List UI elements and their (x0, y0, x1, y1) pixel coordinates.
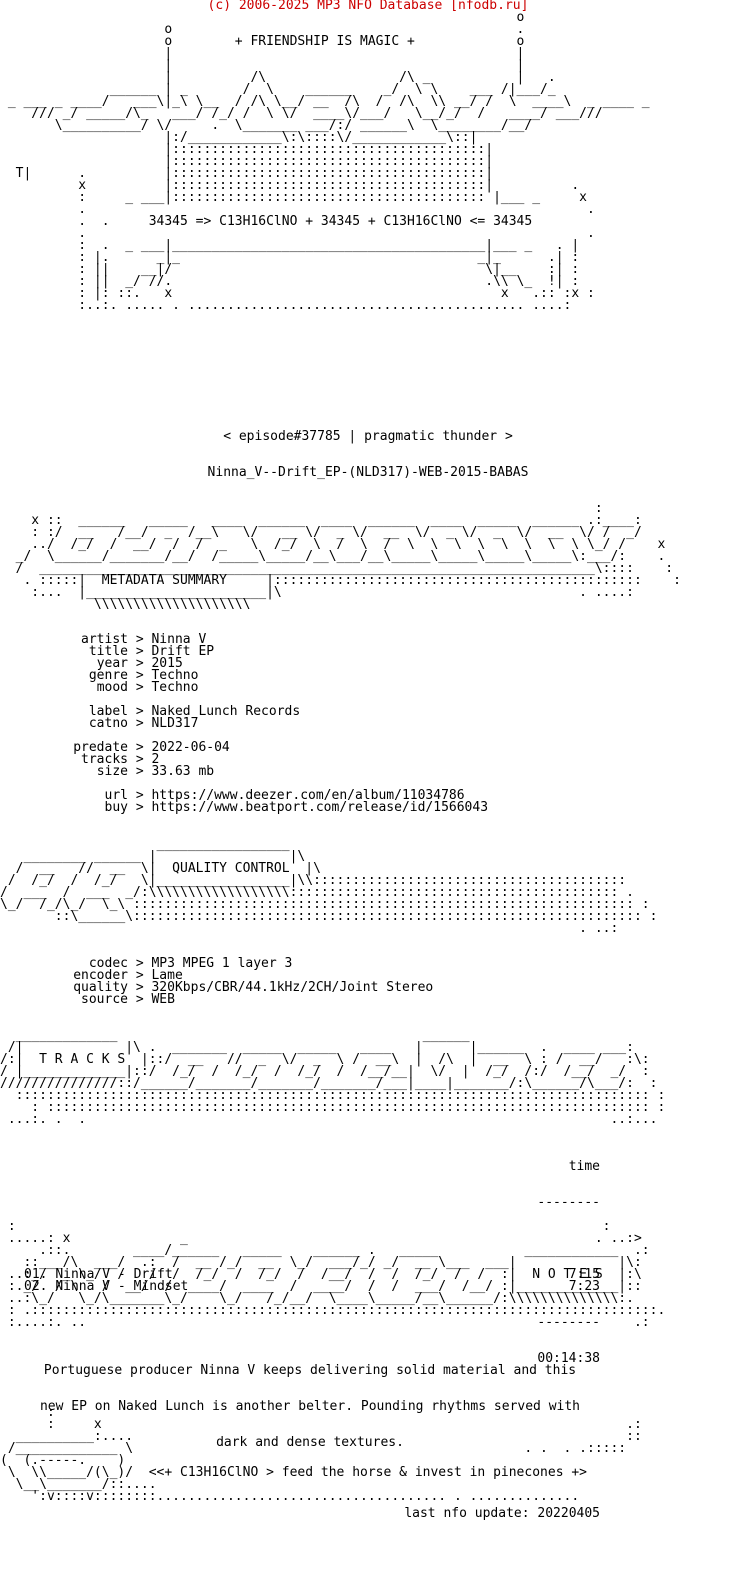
quality-key: quality (73, 980, 128, 995)
metadata-value: Drift EP (151, 644, 215, 659)
quality-value: MP3 MPEG 1 layer 3 (151, 956, 293, 971)
quality-row: source > WEB (0, 992, 736, 1007)
nfodb-banner[interactable]: (c) 2006-2025 MP3 NFO Database [nfodb.ru… (207, 0, 529, 13)
separator: > (128, 956, 152, 971)
metadata-value[interactable]: https://www.deezer.com/en/album/11034786 (151, 788, 465, 803)
metadata-value: 2015 (151, 656, 183, 671)
metadata-row: buy > https://www.beatport.com/release/i… (0, 800, 736, 815)
metadata-key: url (104, 788, 128, 803)
quality-key: encoder (73, 968, 128, 983)
time-header-row: time (0, 1159, 736, 1174)
metadata-row: mood > Techno (0, 680, 736, 695)
quality-row: codec > MP3 MPEG 1 layer 3 (0, 956, 736, 971)
separator: > (128, 644, 152, 659)
episode-line: < episode#37785 | pragmatic thunder > (223, 429, 513, 444)
metadata-section-art: : x :: ______ _____ ____ ______ ____ ___… (15, 501, 681, 612)
total-row: 00:14:38 (0, 1351, 736, 1366)
metadata-row: title > Drift EP (0, 644, 736, 659)
quality-value: WEB (151, 992, 175, 1007)
total-time: 00:14:38 (537, 1351, 600, 1366)
separator: > (128, 752, 152, 767)
separator: > (128, 740, 152, 755)
metadata-value: Techno (151, 668, 199, 683)
track-name: Ninna V - Drift (55, 1267, 173, 1282)
metadata-key: tracks (81, 752, 128, 767)
metadata-key: genre (88, 668, 128, 683)
release-name: Ninna_V--Drift_EP-(NLD317)-WEB-2015-BABA… (207, 465, 529, 480)
metadata-value[interactable]: https://www.beatport.com/release/id/1566… (151, 800, 489, 815)
separator: > (128, 788, 152, 803)
separator: > (128, 968, 152, 983)
separator: > (128, 704, 152, 719)
metadata-value: Techno (151, 680, 199, 695)
separator: > (128, 680, 152, 695)
metadata-key: label (88, 704, 128, 719)
quality-value: Lame (151, 968, 183, 983)
notes-line: Portuguese producer Ninna V keeps delive… (43, 1363, 577, 1378)
separator: > (128, 716, 152, 731)
metadata-row: url > https://www.deezer.com/en/album/11… (0, 788, 736, 803)
metadata-row: label > Naked Lunch Records (0, 704, 736, 719)
metadata-row: artist > Ninna V (0, 632, 736, 647)
metadata-key: artist (81, 632, 128, 647)
quality-row: encoder > Lame (0, 968, 736, 983)
track-row: 02. Ninna V - Mindset 7:23 (0, 1279, 736, 1294)
metadata-key: predate (73, 740, 128, 755)
track-number: 02. (24, 1279, 48, 1294)
separator: > (128, 764, 152, 779)
metadata-key: buy (104, 800, 128, 815)
metadata-key: catno (88, 716, 128, 731)
metadata-row: catno > NLD317 (0, 716, 736, 731)
metadata-value: 2 (151, 752, 160, 767)
metadata-key: title (88, 644, 128, 659)
metadata-row: year > 2015 (0, 656, 736, 671)
metadata-row: tracks > 2 (0, 752, 736, 767)
metadata-value: Ninna V (151, 632, 207, 647)
metadata-value: Naked Lunch Records (151, 704, 301, 719)
track-name: Ninna V - Mindset (55, 1279, 189, 1294)
track-time: 7:15 (568, 1267, 600, 1282)
metadata-key: mood (96, 680, 128, 695)
metadata-key: size (96, 764, 128, 779)
track-time: 7:23 (568, 1279, 600, 1294)
total-rule: -------- (537, 1315, 600, 1330)
metadata-row: genre > Techno (0, 668, 736, 683)
metadata-value: NLD317 (151, 716, 199, 731)
track-row: 01. Ninna V - Drift 7:15 (0, 1267, 736, 1282)
separator: > (128, 992, 152, 1007)
quality-value: 320Kbps/CBR/44.1kHz/2CH/Joint Stereo (151, 980, 434, 995)
track-number: 01. (24, 1267, 48, 1282)
metadata-value: 33.63 mb (151, 764, 215, 779)
last-update: last nfo update: 20220405 (404, 1506, 600, 1521)
separator: > (128, 656, 152, 671)
metadata-key: year (96, 656, 128, 671)
quality-key: source (81, 992, 128, 1007)
notes-text: Portuguese producer Ninna V keeps delive… (0, 1341, 620, 1461)
quality-section-art: _________________ ________ ______ | |\ /… (0, 837, 658, 936)
notes-section-art: : : .....: x _ . ..:> .::. ____/______ _… (7, 1219, 666, 1330)
time-header: time (568, 1159, 600, 1174)
separator: > (128, 800, 152, 815)
header-ascii-art: o o . o + FRIENDSHIP IS MAGIC + o | (7, 10, 650, 313)
quality-key: codec (88, 956, 128, 971)
notes-line: dark and dense textures. (216, 1435, 404, 1450)
metadata-row: predate > 2022-06-04 (0, 740, 736, 755)
metadata-value: 2022-06-04 (151, 740, 230, 755)
separator: > (128, 668, 152, 683)
metadata-row: size > 33.63 mb (0, 764, 736, 779)
tracks-section-art: _____________ ______ /| |\ . _______ ___… (0, 1028, 666, 1127)
separator: > (128, 632, 152, 647)
time-rule: -------- (537, 1195, 600, 1210)
quality-row: quality > 320Kbps/CBR/44.1kHz/2CH/Joint … (0, 980, 736, 995)
footer-art: : : x .: __________:.... :: /___________… (0, 1405, 642, 1504)
separator: > (128, 980, 152, 995)
notes-line: new EP on Naked Lunch is another belter.… (39, 1399, 581, 1414)
